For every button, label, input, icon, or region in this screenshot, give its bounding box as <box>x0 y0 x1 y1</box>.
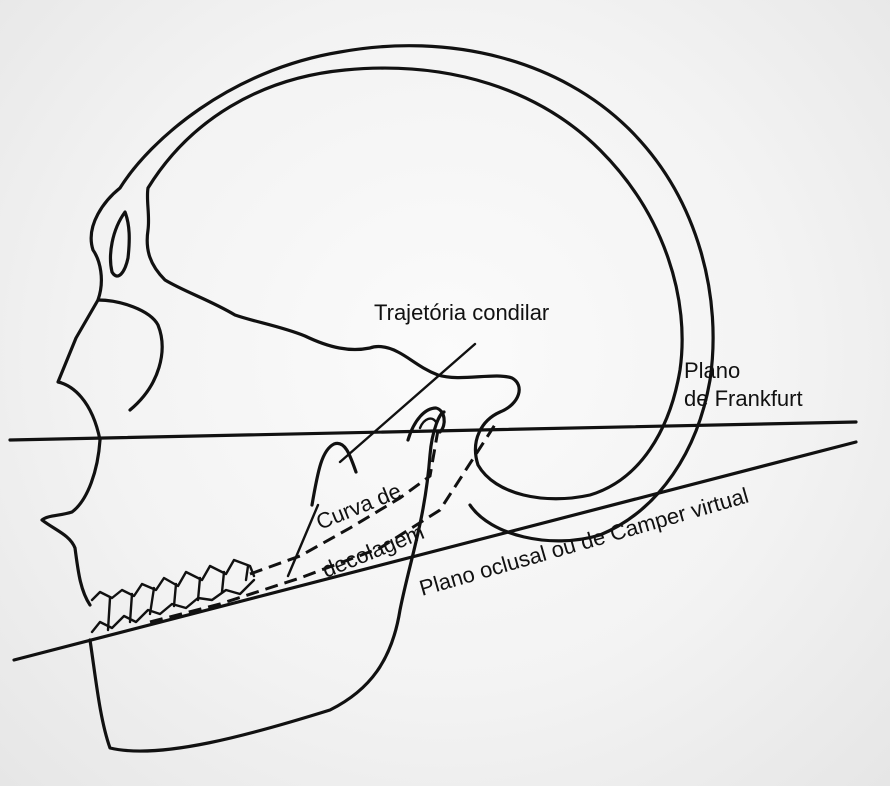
nasal-outline <box>98 300 162 410</box>
label-curva-line1: Curva de <box>313 478 405 535</box>
teeth <box>92 560 254 632</box>
upper-teeth <box>92 560 254 600</box>
condyle-head <box>420 419 436 428</box>
label-trajetoria-condilar: Trajetória condilar <box>374 300 549 325</box>
tooth-dividers <box>108 566 248 630</box>
label-frankfurt-line1: Plano <box>684 358 740 383</box>
trajetoria-condilar-line <box>340 344 475 462</box>
label-frankfurt-line2: de Frankfurt <box>684 386 803 411</box>
plano-oclusal-line <box>14 442 856 660</box>
maxilla-outline <box>42 440 100 605</box>
condyle-outline <box>408 408 444 440</box>
skull-outer-outline <box>58 46 713 541</box>
orbit-outline <box>111 212 130 276</box>
mandible-outline <box>90 412 444 751</box>
